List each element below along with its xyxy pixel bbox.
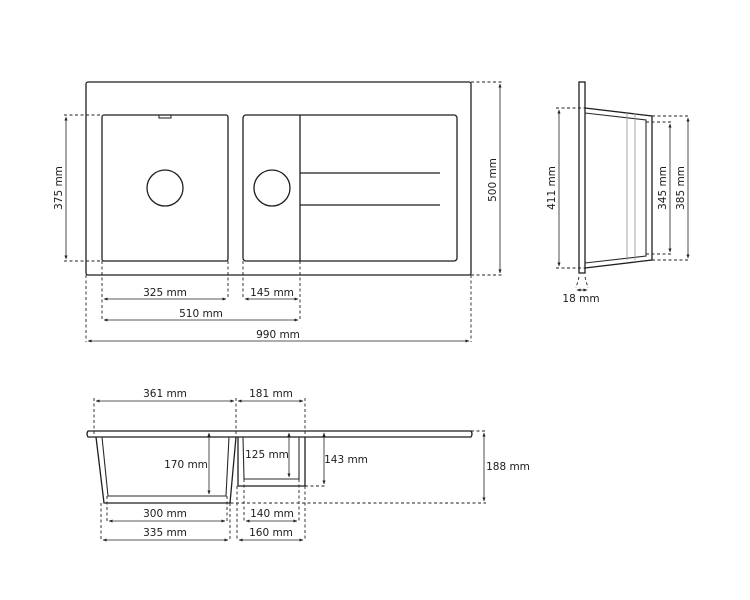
- dim-main-bowl-top-width: 361 mm: [143, 388, 187, 400]
- main-bowl-drain: [146, 169, 184, 207]
- bowl-outer-contour: [584, 107, 653, 269]
- dim-side-inner-depth: 345 mm: [657, 166, 669, 210]
- drainer-outline: [242, 114, 458, 262]
- dim-rim-thickness: 18 mm: [562, 293, 599, 305]
- small-bowl-outer-section: [237, 437, 306, 487]
- dim-overall-depth: 500 mm: [487, 158, 499, 202]
- side-view: 411 mm 345 mm 385 mm 18 mm: [546, 81, 690, 305]
- dim-overall-height: 188 mm: [486, 461, 530, 473]
- dim-small-bowl-outer-depth: 143 mm: [324, 454, 368, 466]
- rim-profile: [578, 81, 586, 274]
- dim-small-bowl-width: 145 mm: [250, 287, 294, 299]
- dim-main-bowl-width: 325 mm: [143, 287, 187, 299]
- dim-main-bowl-bottom-inner: 300 mm: [143, 508, 187, 520]
- top-view: 375 mm 500 mm 325 mm 145 mm 510 mm 990 m…: [53, 81, 502, 343]
- dim-main-bowl-bottom-outer: 335 mm: [143, 527, 187, 539]
- section-view: 361 mm 181 mm 170 mm 125 mm 143 mm 188 m…: [86, 388, 530, 542]
- dim-overall-width: 990 mm: [256, 329, 300, 341]
- dim-small-bowl-inner-depth: 125 mm: [245, 449, 289, 461]
- tap-hole-tab: [158, 114, 172, 119]
- small-bowl-drain: [253, 169, 291, 207]
- dim-small-bowl-bottom-inner: 140 mm: [250, 508, 294, 520]
- dim-side-outer-depth: 385 mm: [675, 166, 687, 210]
- section-top-slab: [86, 430, 473, 438]
- main-bowl-inner-section: [101, 436, 230, 497]
- dim-main-bowl-depth-section: 170 mm: [164, 459, 208, 471]
- small-bowl-inner-section: [242, 436, 300, 480]
- dim-small-bowl-top-width: 181 mm: [249, 388, 293, 400]
- dim-bowls-total-width: 510 mm: [179, 308, 223, 320]
- main-bowl-outline: [101, 114, 229, 262]
- sink-outline: [85, 81, 472, 276]
- dim-main-bowl-depth: 375 mm: [53, 166, 65, 210]
- dim-small-bowl-bottom-outer: 160 mm: [249, 527, 293, 539]
- bowl-inner-contour: [584, 112, 647, 264]
- dim-side-outer-height: 411 mm: [546, 166, 558, 210]
